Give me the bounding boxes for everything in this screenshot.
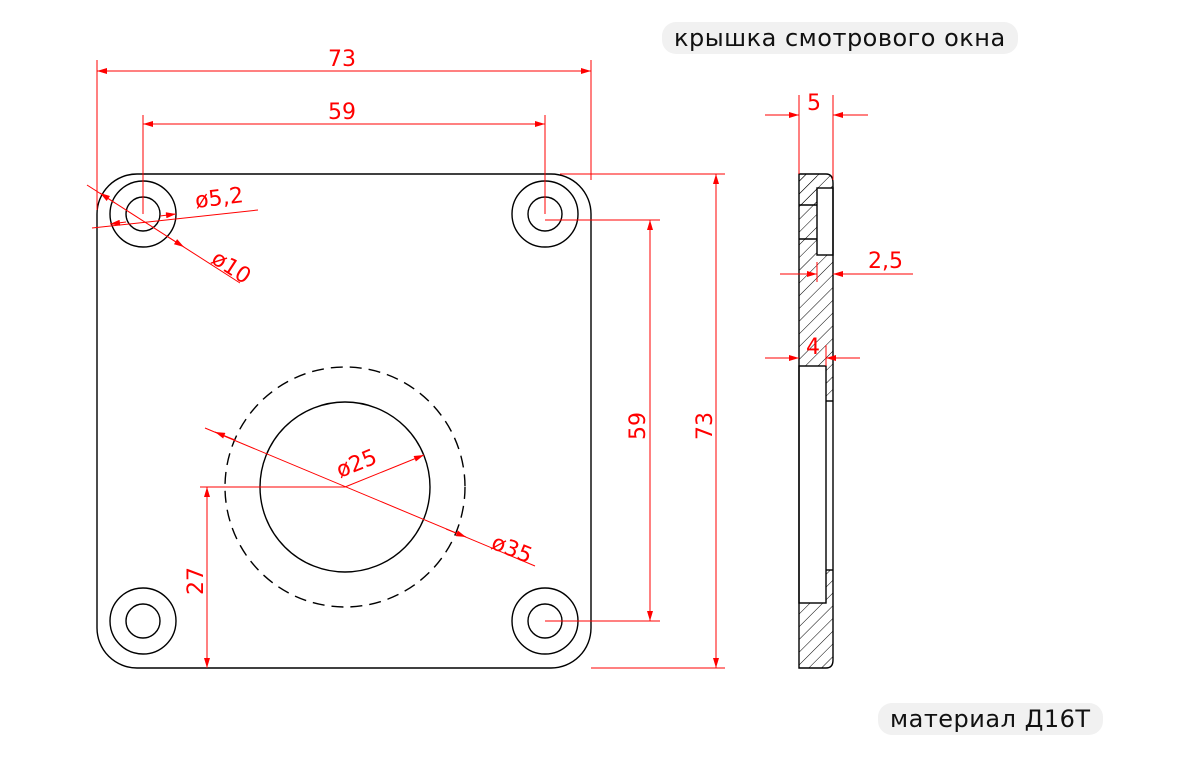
dim-counterbore-dia: ø10 bbox=[207, 246, 255, 290]
material-note: материал Д16Т bbox=[878, 703, 1103, 735]
dim-counterbore-depth: 2,5 bbox=[868, 249, 903, 274]
dim-bore-dia: ø25 bbox=[333, 445, 381, 484]
dim-height-total: 73 bbox=[693, 412, 718, 440]
dim-recess-thickness: 4 bbox=[806, 335, 820, 360]
recess-circle bbox=[224, 366, 466, 608]
mounting-holes bbox=[109, 180, 579, 655]
drawing-title: крышка смотрового окна bbox=[662, 22, 1018, 54]
plate-outline bbox=[96, 173, 592, 669]
dim-hole-spacing-y: 59 bbox=[626, 412, 651, 440]
dim-bore-offset: 27 bbox=[184, 567, 209, 595]
dim-hole-spacing-x: 59 bbox=[328, 100, 356, 125]
side-section-view bbox=[798, 173, 834, 669]
dim-width-total: 73 bbox=[328, 47, 356, 72]
side-dimensions: 5 2,5 4 bbox=[765, 91, 913, 366]
front-dimensions: 73 59 59 73 27 ø5,2 ø10 ø35 ø25 bbox=[86, 47, 725, 669]
dim-recess-dia: ø35 bbox=[488, 530, 536, 569]
dim-hole-dia: ø5,2 bbox=[194, 183, 245, 214]
front-view bbox=[96, 173, 592, 669]
dim-thickness: 5 bbox=[807, 91, 821, 116]
